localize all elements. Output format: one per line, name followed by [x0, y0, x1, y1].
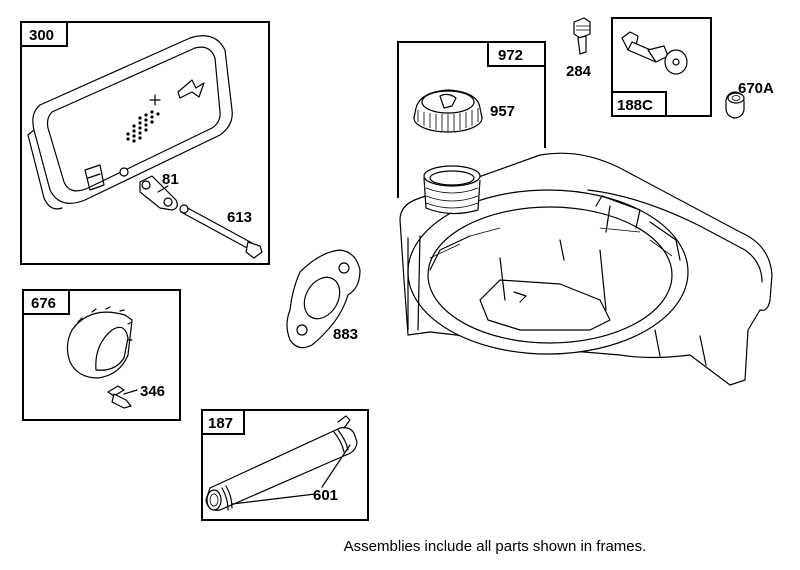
- part-670a-drawing: [725, 91, 745, 119]
- tube-assembly-frame[interactable]: 187 601: [201, 409, 369, 521]
- part-number-670a: 670A: [738, 80, 774, 97]
- air-guide-assembly-number: 676: [31, 295, 56, 312]
- part-81-drawing: [139, 175, 178, 211]
- muffler-drawing: [27, 35, 233, 210]
- tube-assembly-number: 187: [208, 415, 233, 432]
- part-number-957: 957: [490, 103, 515, 120]
- part-number-601: 601: [313, 487, 338, 504]
- blower-housing-drawing: [399, 152, 773, 386]
- air-guide-drawing: [66, 306, 133, 409]
- screw-assembly-frame[interactable]: 188C: [611, 17, 712, 117]
- tube-drawing: [205, 415, 358, 511]
- air-guide-assembly-frame[interactable]: 676 346: [22, 289, 181, 421]
- part-188c-drawing: [621, 31, 688, 75]
- part-613-drawing: [179, 204, 263, 259]
- part-number-346: 346: [140, 383, 165, 400]
- part-number-284: 284: [566, 63, 592, 80]
- screw-assembly-number: 188C: [617, 97, 653, 114]
- blower-housing-frame[interactable]: 972 957: [397, 41, 773, 386]
- part-284-drawing: [573, 17, 591, 55]
- part-number-613: 613: [227, 209, 252, 226]
- caption-note: Assemblies include all parts shown in fr…: [343, 538, 647, 555]
- muffler-assembly-frame[interactable]: 300: [20, 21, 270, 265]
- blower-housing-number: 972: [498, 47, 523, 64]
- part-957-drawing: [413, 89, 483, 133]
- part-number-81: 81: [162, 171, 179, 188]
- part-number-883: 883: [333, 326, 358, 343]
- part-883-drawing: [286, 249, 361, 349]
- muffler-assembly-number: 300: [29, 27, 54, 44]
